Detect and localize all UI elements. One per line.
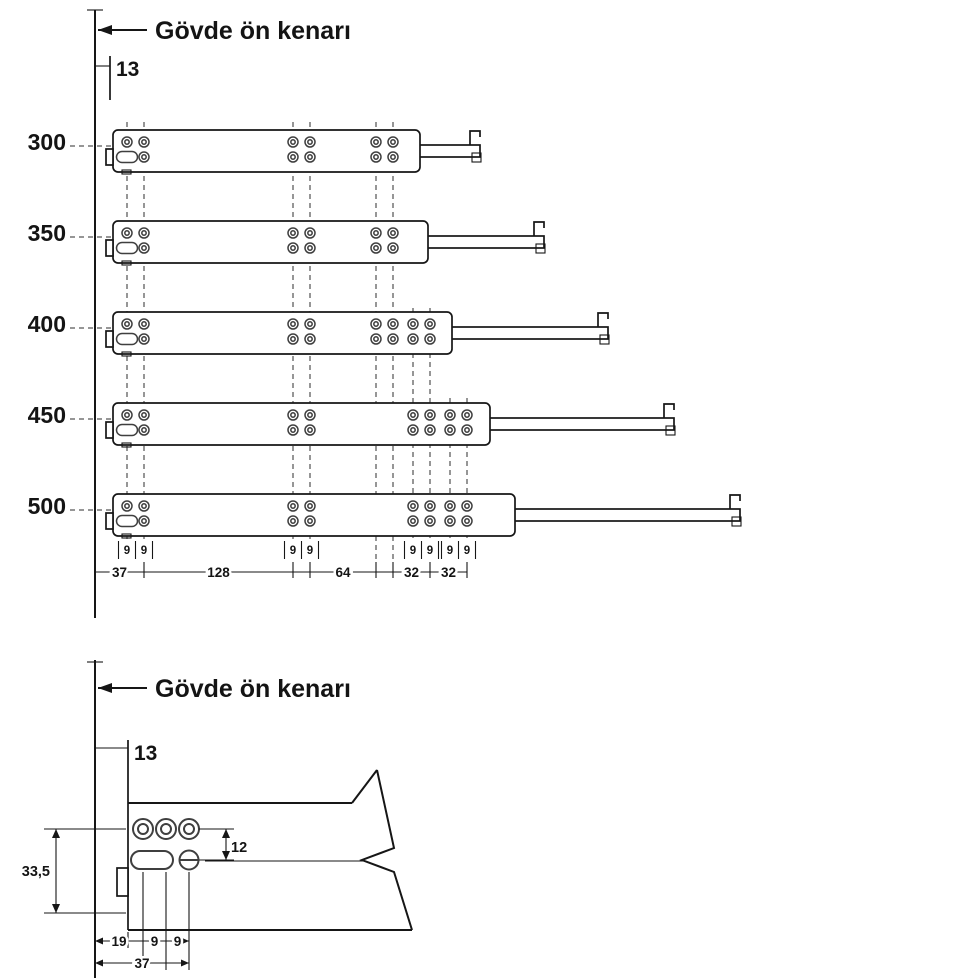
- latch-hole: [471, 152, 482, 163]
- spacing-label: 9: [307, 545, 313, 557]
- height-dim: 33,5: [22, 828, 126, 914]
- rail-300: [105, 129, 482, 175]
- rail-body: [112, 402, 491, 446]
- dim-label: 32: [441, 565, 456, 580]
- front-tab: [121, 533, 132, 539]
- spacing-label: 9: [410, 545, 416, 557]
- top-view: Gövde ön kenarı 13: [28, 9, 742, 618]
- top-edge-bend: [351, 769, 378, 804]
- rail-450: [105, 402, 676, 448]
- dim-label: 37: [112, 565, 127, 580]
- dim-label: 64: [335, 565, 351, 580]
- rail-500: [105, 493, 742, 539]
- rail-400: [105, 311, 610, 357]
- pair-spacing-dims: 9 9 9 9 9 9 9 9: [117, 541, 477, 559]
- dim-label: 37: [134, 956, 149, 971]
- edge-callout: Gövde ön kenarı: [98, 17, 351, 45]
- front-clip: [105, 148, 114, 166]
- spacing-label: 9: [464, 545, 470, 557]
- inner-rail: [418, 144, 481, 158]
- rail-hook: [533, 221, 545, 236]
- edge-callout: Gövde ön kenarı: [98, 675, 351, 703]
- arrow-left-icon: [98, 683, 112, 693]
- spacing-label: 9: [447, 545, 453, 557]
- dim-label: 128: [207, 565, 230, 580]
- front-tab: [121, 260, 132, 266]
- front-tab: [121, 442, 132, 448]
- detail-view: Gövde ön kenarı 13: [22, 660, 413, 978]
- latch-hole: [665, 425, 676, 436]
- rail-body: [112, 493, 516, 537]
- spacing-label: 9: [141, 545, 147, 557]
- mounting-hole: [155, 818, 177, 840]
- dim-label: 12: [231, 840, 247, 856]
- break-line: [359, 769, 413, 931]
- arrow-down-icon: [52, 904, 60, 913]
- rail-body: [112, 129, 421, 173]
- rail-hook: [597, 312, 609, 327]
- hole-pitch-dims: 37 128 64 32 32: [95, 562, 468, 583]
- dim-label: 19: [111, 934, 126, 949]
- dim-label: 9: [151, 934, 159, 949]
- arrow-left-icon: [98, 25, 112, 35]
- front-tab: [121, 351, 132, 357]
- setback-label: 13: [116, 58, 139, 81]
- spacing-label: 9: [427, 545, 433, 557]
- front-tab: [121, 169, 132, 175]
- mounting-hole: [178, 818, 200, 840]
- arrow-left-icon: [95, 937, 103, 945]
- edge-label: Gövde ön kenarı: [155, 17, 351, 45]
- rail-guides: [70, 145, 112, 511]
- spacing-label: 9: [124, 545, 130, 557]
- arrow-right-icon: [181, 937, 189, 945]
- setback-dim: 13: [95, 742, 157, 765]
- rail-hook: [729, 494, 741, 509]
- spacing-label: 9: [290, 545, 296, 557]
- inner-rail: [488, 417, 675, 431]
- latch-hole: [535, 243, 546, 254]
- front-clip: [105, 330, 114, 348]
- mounting-hole: [132, 818, 154, 840]
- arrow-up-icon: [52, 829, 60, 838]
- latch-hole: [599, 334, 610, 345]
- rail-body: [112, 311, 453, 355]
- rail-350: [105, 220, 546, 266]
- arrow-up-icon: [222, 829, 230, 838]
- rail-length-label: 450: [28, 402, 66, 428]
- dim-label: 9: [174, 934, 182, 949]
- rail-length-label: 500: [28, 493, 66, 519]
- edge-label: Gövde ön kenarı: [155, 675, 351, 703]
- front-hole-dims: 19 9 9 37: [95, 872, 190, 974]
- row-spacing-dim: 12: [199, 828, 247, 861]
- rail-hook: [663, 403, 675, 418]
- inner-rail: [426, 235, 545, 249]
- dim-label: 33,5: [22, 864, 50, 880]
- slot-hole: [130, 850, 174, 870]
- rail-profile: [116, 740, 413, 931]
- front-clip: [105, 512, 114, 530]
- arrow-left-icon: [95, 959, 103, 967]
- rail-hook: [469, 130, 481, 145]
- dim-label: 32: [404, 565, 419, 580]
- front-clip: [116, 867, 129, 897]
- rail-length-label: 400: [28, 311, 66, 337]
- setback-dim: 13: [95, 56, 139, 100]
- arrow-right-icon: [181, 959, 189, 967]
- latch-hole: [731, 516, 742, 527]
- rail-length-label: 300: [28, 129, 66, 155]
- front-clip: [105, 421, 114, 439]
- arrow-down-icon: [222, 851, 230, 860]
- setback-label: 13: [134, 742, 157, 765]
- rail-length-label: 350: [28, 220, 66, 246]
- inner-rail: [513, 508, 741, 522]
- rail-body: [112, 220, 429, 264]
- front-clip: [105, 239, 114, 257]
- inner-rail: [450, 326, 609, 340]
